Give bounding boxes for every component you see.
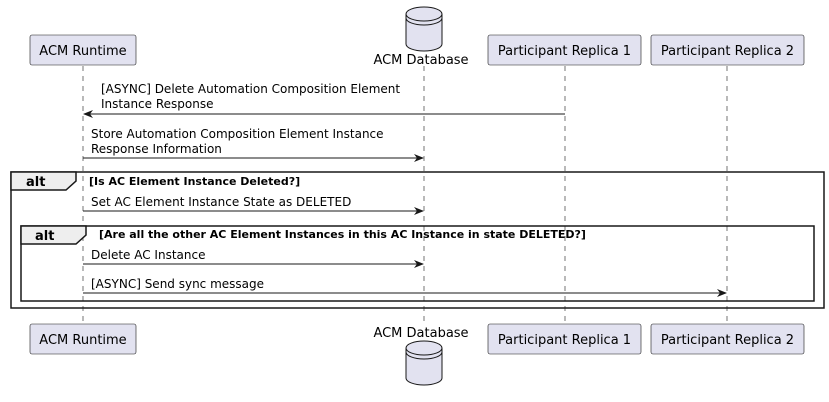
message-label-line: Set AC Element Instance State as DELETED [91, 195, 351, 209]
alt-fragment-outer: alt [Is AC Element Instance Deleted?] [10, 171, 825, 309]
message-label-line: Store Automation Composition Element Ins… [91, 127, 384, 141]
message-set-deleted: Set AC Element Instance State as DELETED [83, 195, 424, 215]
participant-label: ACM Database [373, 326, 468, 341]
participant-label: ACM Database [373, 53, 468, 68]
participant-label: Participant Replica 2 [661, 44, 794, 59]
alt-condition-inner: [Are all the other AC Element Instances … [99, 228, 586, 241]
message-label-line: Instance Response [101, 97, 214, 111]
message-label-line: [ASYNC] Delete Automation Composition El… [101, 82, 400, 96]
participant-label: ACM Runtime [39, 333, 126, 348]
participant-label: Participant Replica 2 [661, 333, 794, 348]
database-icon [405, 6, 443, 52]
participant-runtime-top: ACM Runtime [29, 34, 137, 66]
participant-rep2-bottom: Participant Replica 2 [650, 323, 805, 355]
message-delete-response: [ASYNC] Delete Automation Composition El… [83, 82, 565, 118]
participant-rep1-top: Participant Replica 1 [487, 34, 642, 66]
message-label-line: Response Information [91, 142, 222, 156]
participant-db-bottom: ACM Database [373, 326, 469, 386]
participant-label: ACM Runtime [39, 44, 126, 59]
database-icon [405, 340, 443, 386]
alt-keyword-inner: alt [35, 229, 54, 244]
participant-label: Participant Replica 1 [498, 44, 631, 59]
message-label-line: Delete AC Instance [91, 248, 205, 262]
message-label-line: [ASYNC] Send sync message [91, 277, 264, 291]
participant-rep1-bottom: Participant Replica 1 [487, 323, 642, 355]
participant-label: Participant Replica 1 [498, 333, 631, 348]
participant-runtime-bottom: ACM Runtime [29, 323, 137, 355]
message-send-sync: [ASYNC] Send sync message [83, 277, 727, 297]
participant-db-top: ACM Database [373, 6, 469, 68]
message-delete-ac-instance: Delete AC Instance [83, 248, 424, 268]
message-store-info: Store Automation Composition Element Ins… [83, 127, 424, 162]
alt-fragment-inner: alt [Are all the other AC Element Instan… [20, 225, 815, 302]
alt-keyword-outer: alt [26, 175, 45, 190]
participant-rep2-top: Participant Replica 2 [650, 34, 805, 66]
alt-condition-outer: [Is AC Element Instance Deleted?] [89, 175, 300, 188]
